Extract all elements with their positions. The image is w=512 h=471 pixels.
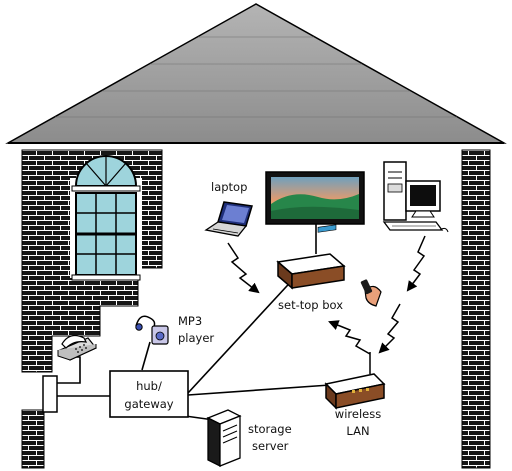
laptop-label: laptop: [211, 180, 247, 194]
wired-links: [57, 224, 331, 421]
wireless-link-remote: [378, 303, 401, 354]
set-top-box-label: set-top box: [278, 298, 343, 312]
phone-icon: [57, 334, 97, 361]
mp3-label-line1: MP3: [178, 314, 202, 328]
roof-shingle-lines: [55, 36, 457, 118]
wlan-label-line1: wireless: [335, 407, 381, 421]
storage-server-icon: [206, 409, 242, 468]
house-window: [70, 155, 142, 281]
wireless-router-icon: [324, 352, 386, 410]
wireless-link-settop: [328, 320, 371, 355]
wlan-label-line2: LAN: [346, 424, 369, 438]
hub-gateway-box: [109, 370, 189, 418]
storage-label-line2: server: [252, 439, 289, 453]
tv-icon: [265, 171, 365, 225]
hub-label-line1: hub/: [136, 379, 162, 393]
mp3-label-line2: player: [178, 331, 214, 345]
storage-label-line1: storage: [248, 422, 292, 436]
remote-control-icon: [360, 279, 382, 307]
laptop-icon: [204, 201, 253, 237]
mp3-player-icon: [135, 315, 169, 345]
wireless-link-pc: [406, 235, 426, 292]
hub-label-line2: gateway: [124, 397, 173, 411]
left-wall-lower-pillar: [21, 409, 45, 469]
wireless-links: [227, 235, 426, 355]
desktop-pc-icon: [382, 161, 449, 233]
wireless-link-laptop: [227, 242, 260, 294]
roof: [5, 3, 507, 144]
wall-jack-box: [42, 375, 58, 413]
right-brick-pillar: [461, 149, 491, 469]
set-top-box-icon: [276, 224, 346, 290]
